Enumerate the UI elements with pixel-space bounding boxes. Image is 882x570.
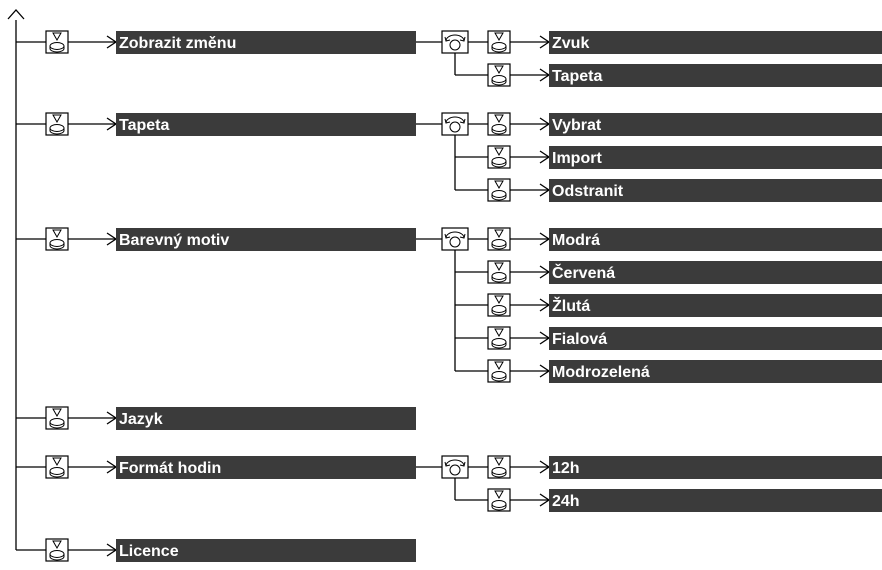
arrow-right-icon [510,364,551,378]
arrow-right-icon [510,493,551,507]
menu-item-bar [116,539,416,562]
submenu-item-bar [549,179,882,202]
arrow-right-icon [68,35,118,49]
submenu-item-bar [549,360,882,383]
press-button-icon [487,359,511,383]
press-button-icon [487,293,511,317]
submenu-item-label: Modrá [552,232,600,249]
submenu-item-bar [549,456,882,479]
menu-item-label: Jazyk [119,411,163,428]
submenu-item-label: Vybrat [552,117,602,134]
menu-item-bar [116,456,416,479]
submenu-item-bar [549,146,882,169]
up-arrow-icon [7,9,25,20]
press-button-icon [487,63,511,87]
submenu-item-bar [549,327,882,350]
press-button-icon [45,30,69,54]
press-button-icon [487,488,511,512]
submenu-item-label: Červená [552,263,615,282]
arrow-right-icon [510,331,551,345]
submenu-item-bar [549,489,882,512]
submenu-item-bar [549,294,882,317]
arrow-right-icon [68,460,118,474]
arrow-right-icon [510,460,551,474]
press-button-icon [45,538,69,562]
press-button-icon [487,326,511,350]
press-button-icon [487,112,511,136]
arrow-right-icon [68,543,118,557]
press-button-icon [487,145,511,169]
rotate-knob-icon [441,455,469,479]
submenu-item-label: Fialová [552,331,607,348]
submenu-item-bar [549,31,882,54]
menu-item-bar [116,228,416,251]
submenu-item-label: Modrozelená [552,364,650,381]
arrow-right-icon [68,117,118,131]
arrow-right-icon [510,183,551,197]
press-button-icon [45,227,69,251]
submenu-item-bar [549,64,882,87]
press-button-icon [487,227,511,251]
menu-item-bar [116,407,416,430]
press-button-icon [45,406,69,430]
submenu-item-label: Žlutá [552,296,590,315]
press-button-icon [487,260,511,284]
submenu-item-bar [549,261,882,284]
menu-item-bar [116,113,416,136]
submenu-item-bar [549,113,882,136]
press-button-icon [45,112,69,136]
press-button-icon [45,455,69,479]
arrow-right-icon [510,232,551,246]
menu-item-label: Zobrazit změnu [119,35,236,52]
submenu-item-label: Import [552,150,602,167]
arrow-right-icon [510,298,551,312]
arrow-right-icon [510,150,551,164]
rotate-knob-icon [441,112,469,136]
arrow-right-icon [510,265,551,279]
arrow-right-icon [68,232,118,246]
submenu-item-label: Zvuk [552,35,589,52]
menu-item-label: Formát hodin [119,460,221,477]
submenu-item-bar [549,228,882,251]
rotate-knob-icon [441,227,469,251]
arrow-right-icon [510,35,551,49]
submenu-item-label: Tapeta [552,68,602,85]
press-button-icon [487,178,511,202]
submenu-item-label: 24h [552,493,580,510]
submenu-item-label: 12h [552,460,580,477]
press-button-icon [487,30,511,54]
arrow-right-icon [68,411,118,425]
submenu-item-label: Odstranit [552,183,624,200]
menu-item-bar [116,31,416,54]
arrow-right-icon [510,117,551,131]
press-button-icon [487,455,511,479]
rotate-knob-icon [441,30,469,54]
menu-item-label: Licence [119,543,179,560]
menu-item-label: Barevný motiv [119,232,229,249]
menu-item-label: Tapeta [119,117,169,134]
arrow-right-icon [510,68,551,82]
